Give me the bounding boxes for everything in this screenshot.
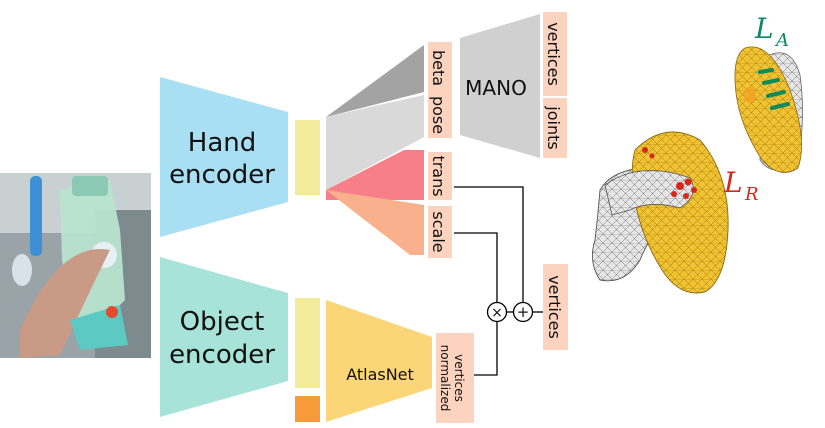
output-vertices-label: vertices [545,275,564,339]
trans-branch [326,150,424,200]
pose-label-box [428,92,452,138]
hand-latent-vector [295,120,320,195]
repulsion-loss-label: L R [723,166,759,205]
atlasnet-layer [326,300,432,422]
hand-encoder-label-line1: Hand [188,128,256,158]
multiply-symbol: × [491,305,503,321]
hand-encoder [160,77,288,237]
atlasnet-label: AtlasNet [346,365,414,384]
mano-joints-box [543,98,567,158]
attraction-loss-label: L A [754,12,789,51]
beta-branch [326,45,424,117]
scale-branch [326,190,424,255]
attraction-loss-letter: L [754,12,774,45]
input-photo [0,173,151,358]
connection-lines [454,186,543,376]
pose-label: pose [429,96,448,134]
multiply-operator [486,301,508,323]
trans-label: trans [429,155,448,196]
mano-vertices-box [543,12,567,96]
mano-joints-label: joints [544,105,563,149]
mano-layer [460,14,540,158]
add-operator [512,301,534,323]
beta-label: beta [429,50,448,86]
output-vertices-box [543,264,568,350]
normalized-vertices-label-line1: normalized [438,345,452,412]
hand-encoder-label-line2: encoder [169,160,275,190]
attraction-loss-subscript: A [774,30,789,51]
mesh-illustration [591,46,803,294]
object-latent-extra [295,396,320,422]
beta-label-box [428,42,452,94]
normalized-vertices-box [436,333,474,423]
mano-label: MANO [465,76,527,100]
add-symbol: + [517,303,530,321]
normalized-vertices-label-line2: vertices [452,354,466,402]
repulsion-loss-subscript: R [744,184,759,205]
scale-label-box [428,206,452,258]
object-encoder [160,257,288,417]
object-latent-vector [295,298,320,388]
trans-label-box [428,152,452,200]
object-encoder-label-line1: Object [180,307,265,337]
pose-branch [326,95,424,190]
repulsion-loss-letter: L [723,166,743,199]
object-encoder-label-line2: encoder [169,340,275,370]
mano-vertices-label: vertices [544,22,563,86]
scale-label: scale [429,211,448,252]
